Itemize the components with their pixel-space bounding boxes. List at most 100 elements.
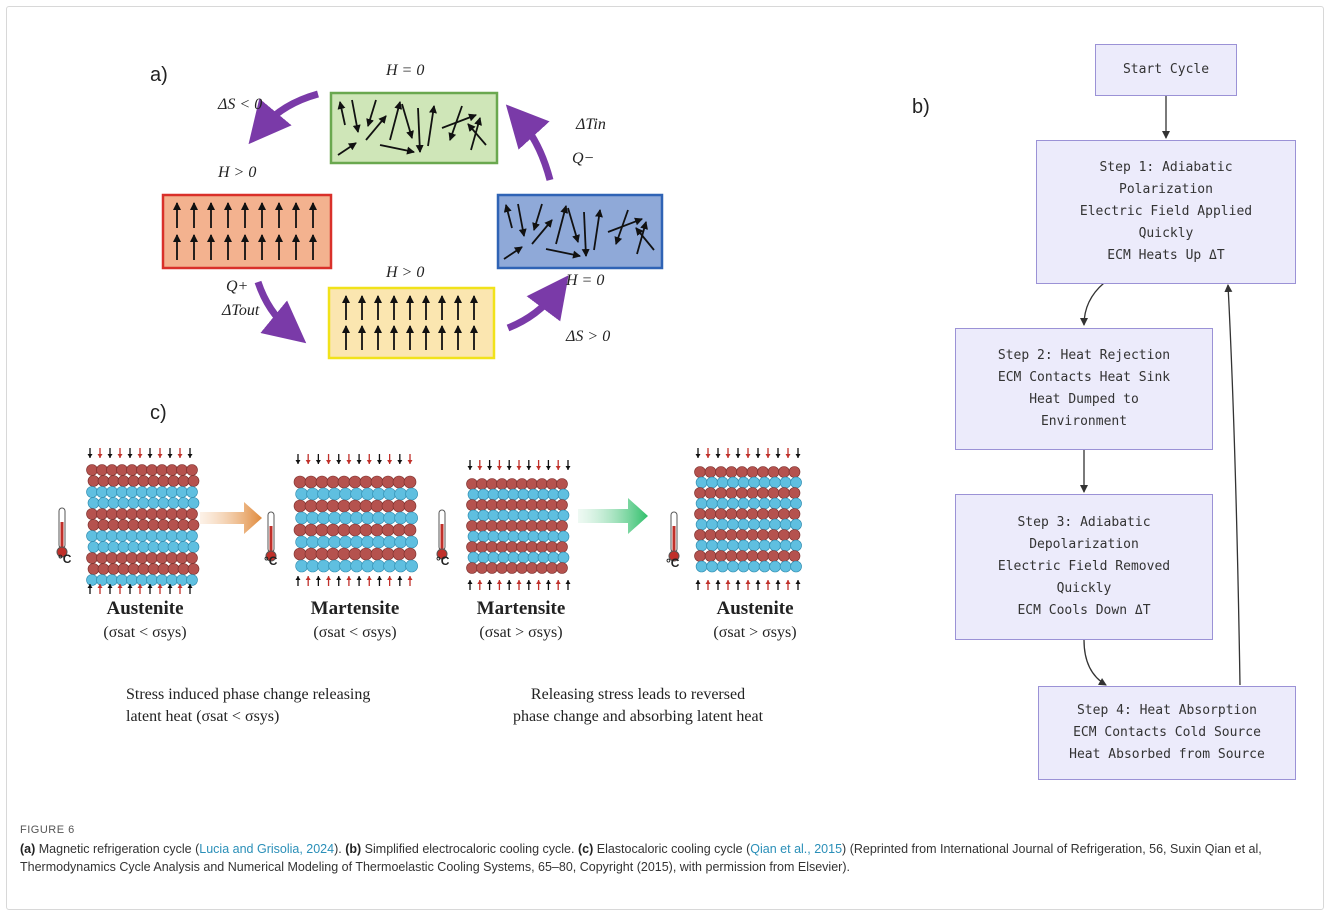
atom (96, 508, 108, 520)
atom (394, 559, 407, 573)
atom (487, 530, 500, 543)
atom (517, 551, 530, 564)
atom (526, 562, 538, 574)
sigma-label-3: (σsat > σsys) (479, 624, 563, 641)
caption-b-tag: (b) (345, 842, 362, 856)
atom (516, 478, 528, 490)
atom (790, 560, 802, 573)
atom (487, 488, 500, 501)
atom (486, 520, 498, 532)
atom (748, 497, 760, 510)
panel-c-caption-left-line2: latent heat (σsat < σsys) (126, 708, 280, 725)
atom (737, 497, 750, 510)
atom (466, 478, 478, 490)
atom (704, 550, 717, 562)
atom (516, 541, 528, 553)
atom (546, 499, 558, 511)
atom (506, 520, 518, 532)
atom (107, 541, 120, 553)
atom (695, 476, 708, 489)
atom (746, 466, 759, 478)
atom (381, 523, 395, 537)
atom (317, 559, 330, 573)
atom (187, 563, 200, 575)
atom (767, 487, 780, 499)
atom (467, 530, 480, 543)
step4-line2: ECM Contacts Cold Source (1073, 725, 1261, 740)
atom (727, 539, 739, 552)
atom (176, 530, 188, 542)
atom (746, 508, 759, 520)
atom (788, 466, 801, 478)
atom (176, 552, 188, 564)
stress-arrows-bottom-2 (295, 576, 413, 586)
atom (350, 535, 363, 549)
lattice-austenite-2 (694, 466, 802, 573)
citation-qian[interactable]: Qian et al., 2015 (750, 842, 843, 856)
atom (487, 551, 500, 564)
atom (778, 529, 790, 541)
atom (403, 523, 417, 537)
atom (146, 530, 158, 542)
atom (556, 541, 568, 553)
citation-lucia[interactable]: Lucia and Grisolia, 2024 (199, 842, 335, 856)
atom (326, 523, 340, 537)
atom (147, 541, 160, 553)
atom (526, 541, 538, 553)
caption-a-close: ). (334, 842, 342, 856)
stress-arrows-top-1 (87, 448, 193, 458)
atom (715, 508, 727, 520)
atom (87, 541, 100, 553)
degree-c-1: °C (58, 552, 72, 566)
atom (136, 574, 148, 586)
atom (486, 541, 498, 553)
atom (147, 563, 160, 575)
atom (383, 559, 396, 573)
atom (466, 499, 478, 511)
atom (337, 523, 351, 537)
step1-line1: Step 1: Adiabatic (1099, 160, 1233, 175)
atom (725, 466, 738, 478)
atom (107, 563, 120, 575)
atom (317, 487, 330, 501)
atom (758, 476, 771, 489)
atom (506, 478, 518, 490)
atom (507, 509, 520, 522)
atom (467, 488, 480, 501)
step3-line2: Depolarization (1029, 537, 1139, 552)
atom (372, 559, 385, 573)
atom (704, 487, 717, 499)
atom (381, 499, 395, 513)
atom (778, 466, 790, 478)
atom (716, 497, 729, 510)
atom (556, 478, 568, 490)
atom (737, 518, 750, 531)
atom (546, 520, 558, 532)
atom (147, 497, 160, 509)
atom (497, 488, 510, 501)
atom (546, 562, 558, 574)
lattice-austenite-1 (86, 464, 200, 586)
atom (177, 541, 190, 553)
atom (372, 511, 385, 525)
atom (136, 508, 148, 520)
panel-c-label: c) (150, 402, 167, 424)
atom (403, 547, 417, 561)
label-h-zero-right: H = 0 (566, 272, 605, 289)
atom (116, 552, 128, 564)
atom (769, 560, 781, 573)
atom (295, 487, 308, 501)
atom (788, 529, 801, 541)
atom (526, 499, 538, 511)
atom (715, 529, 727, 541)
atom (167, 541, 180, 553)
atom (370, 499, 384, 513)
atom (156, 530, 168, 542)
atom (748, 476, 760, 489)
atom (403, 499, 417, 513)
atom (557, 488, 570, 501)
atom (725, 529, 738, 541)
atom (146, 464, 158, 476)
atom (769, 476, 781, 489)
